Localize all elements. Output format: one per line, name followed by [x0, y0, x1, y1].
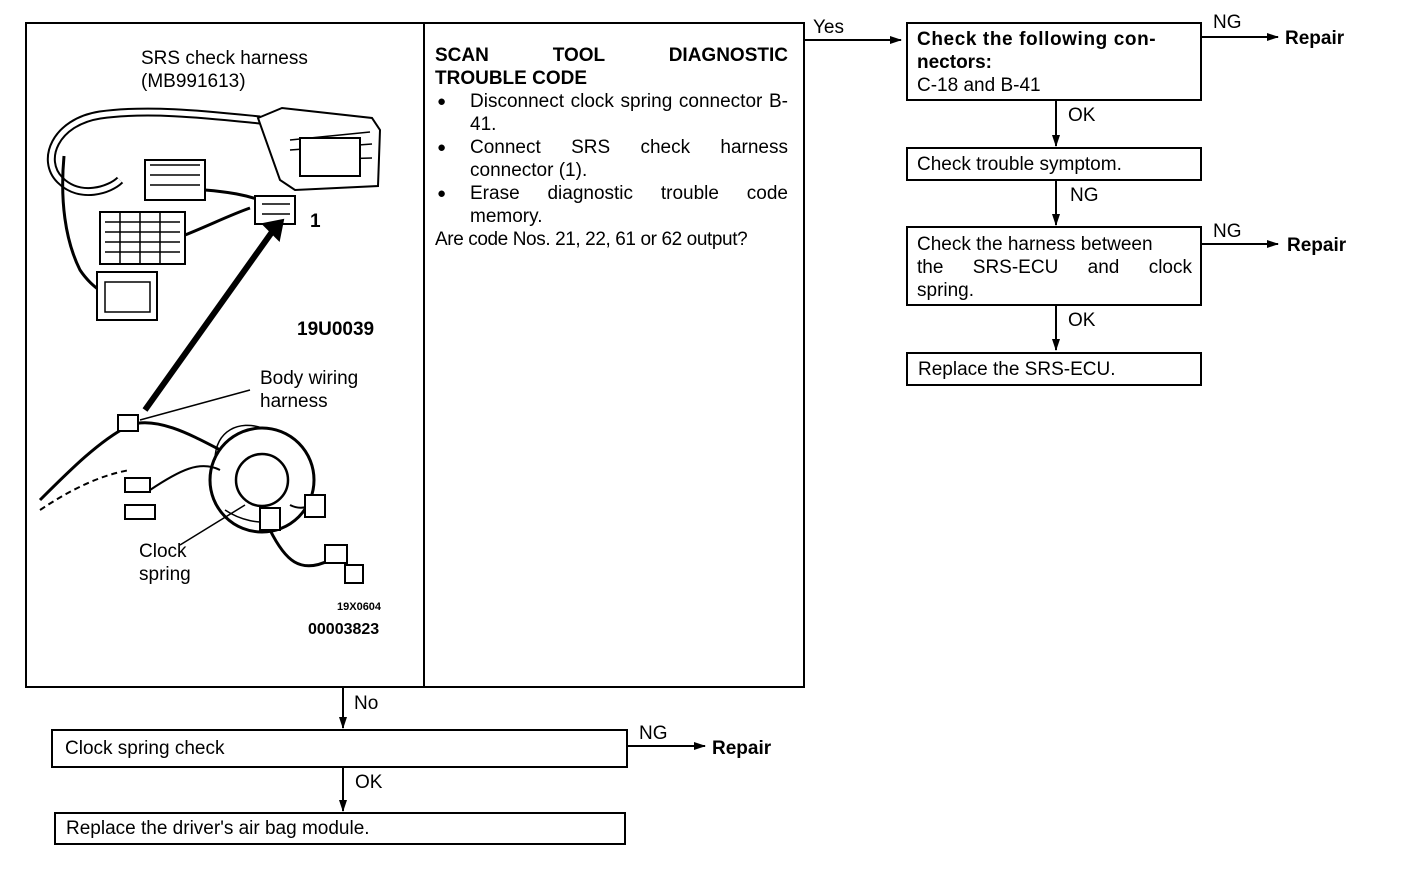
yes-label: Yes: [813, 17, 844, 38]
check-symptom-box: [906, 147, 1202, 181]
check-connectors-box: [906, 22, 1202, 101]
procedure-step: Erase diagnostic trouble code memory.: [435, 182, 788, 228]
replace-ecu-box: [906, 352, 1202, 386]
connection-arrow: [142, 230, 275, 412]
procedure-step: Disconnect clock spring connector B-41.: [435, 90, 788, 136]
check-harness-box: [906, 226, 1202, 306]
no-label: No: [354, 693, 379, 714]
check-harness-line1: Check the harness between: [917, 234, 1153, 255]
ng-label-1: NG: [1213, 12, 1242, 33]
check-harness-line3: spring.: [917, 280, 975, 301]
procedure-panel: SCAN TOOL DIAGNOSTIC TROUBLE CODE Discon…: [435, 44, 788, 251]
replace-ecu-text: Replace the SRS-ECU.: [918, 359, 1116, 380]
clock-spring-label-line2: spring: [139, 564, 191, 585]
repair-label-3: Repair: [712, 738, 772, 759]
ng-label-2: NG: [1070, 185, 1099, 206]
ng-label-3: NG: [1213, 221, 1242, 242]
harness-label-line1: SRS check harness: [141, 48, 308, 69]
repair-label-1: Repair: [1285, 28, 1345, 49]
body-wiring-label-line1: Body wiring: [260, 368, 359, 389]
connector-callout: 1: [310, 211, 321, 232]
figure-code-top: 19U0039: [297, 319, 375, 340]
clock-spring-check-box: [51, 729, 628, 768]
column-divider: [423, 22, 425, 688]
check-connectors-line2: nectors:: [917, 52, 992, 73]
figure-code-bottom: 00003823: [308, 621, 380, 638]
harness-connector-b: [99, 211, 186, 265]
procedure-step: Connect SRS check harness connector (1).: [435, 136, 788, 182]
check-symptom-text: Check trouble symptom.: [917, 154, 1122, 175]
check-connectors-line1: Check the following con-: [917, 29, 1157, 50]
ok-label-2: OK: [1068, 310, 1096, 331]
procedure-question: Are code Nos. 21, 22, 61 or 62 output?: [435, 229, 748, 250]
connector-1: [254, 195, 296, 225]
ok-label-1: OK: [1068, 105, 1096, 126]
repair-label-2: Repair: [1287, 235, 1347, 256]
figure-code-small: 19X0604: [337, 601, 382, 613]
ok-label-3: OK: [355, 772, 383, 793]
replace-airbag-box: [54, 812, 626, 845]
harness-connector-c: [96, 271, 158, 321]
clock-spring-label-line1: Clock: [139, 541, 187, 562]
harness-label-line2: (MB991613): [141, 71, 246, 92]
check-harness-line2: the SRS-ECU and clock: [917, 257, 1192, 278]
ng-label-4: NG: [639, 723, 668, 744]
replace-airbag-text: Replace the driver's air bag module.: [66, 818, 370, 839]
clock-spring-check-text: Clock spring check: [65, 738, 225, 759]
body-wiring-label-line2: harness: [260, 391, 328, 412]
procedure-title-line1: SCAN TOOL DIAGNOSTIC: [435, 45, 788, 66]
harness-connector-a: [144, 159, 206, 201]
check-connectors-line3: C-18 and B-41: [917, 75, 1041, 96]
procedure-steps: Disconnect clock spring connector B-41. …: [435, 90, 788, 228]
procedure-title-line2: TROUBLE CODE: [435, 68, 587, 89]
